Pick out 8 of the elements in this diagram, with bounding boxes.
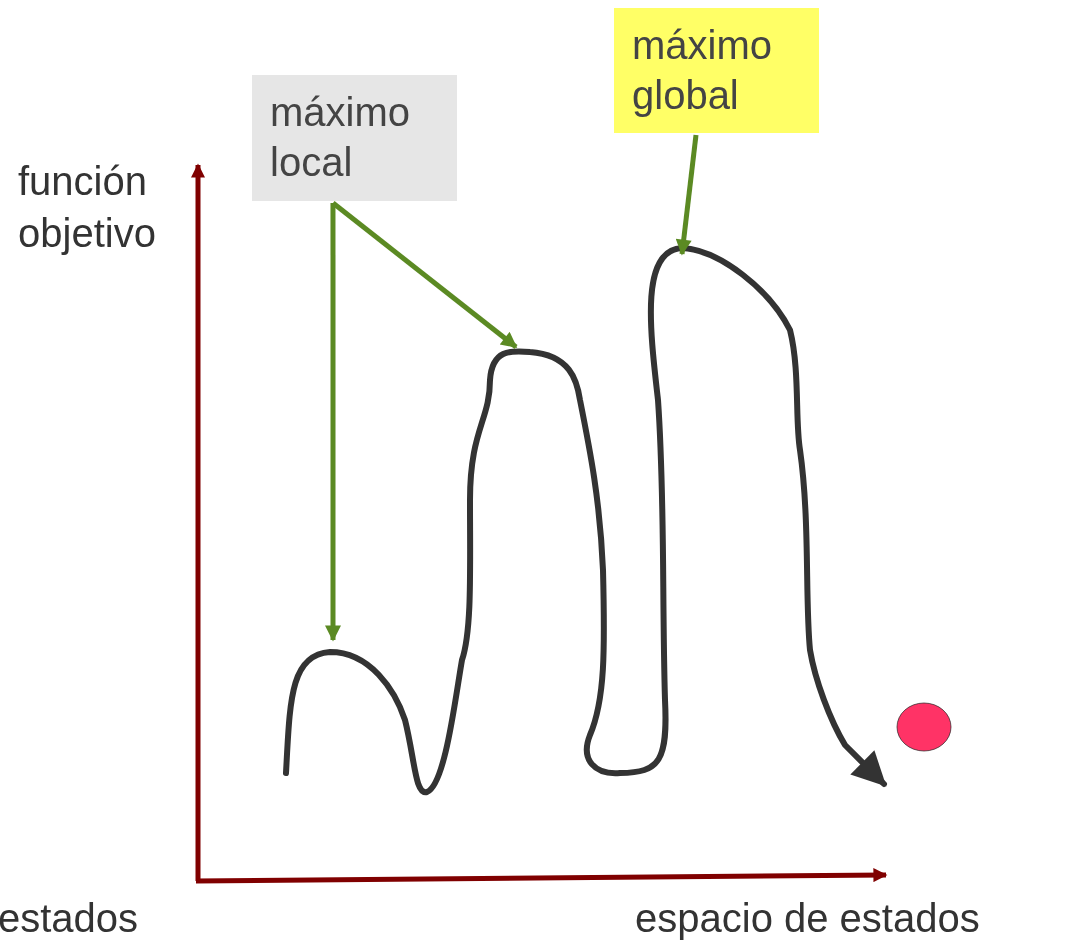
axis-label: espacio de estados	[635, 895, 980, 942]
leader-arrow	[325, 203, 341, 642]
callout-box: máximo global	[614, 8, 819, 133]
leader-arrow	[331, 201, 518, 349]
leader-arrow	[675, 134, 699, 256]
axis-label: estados	[0, 895, 139, 942]
callout-box: máximo local	[252, 75, 457, 201]
axis-label: función objetivo	[18, 158, 157, 257]
